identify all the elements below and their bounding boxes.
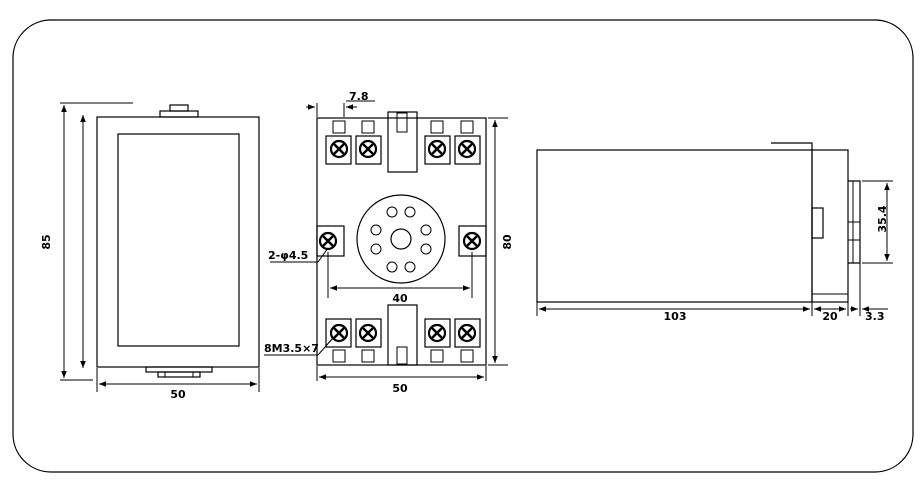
- bottom-terminals: [325, 318, 481, 363]
- hole-spacing-label: 40: [392, 292, 408, 305]
- side-body: [536, 149, 813, 303]
- socket-height-label: 80: [501, 234, 514, 250]
- front-width-label: 50: [170, 388, 186, 401]
- front-height-label: 85: [40, 234, 53, 249]
- socket-bottom-latch: [387, 304, 418, 366]
- socket-top-latch: [387, 111, 418, 173]
- rail-depth-label: 3.3: [865, 310, 885, 323]
- front-view: 85 50: [40, 102, 260, 401]
- terminal-label: 8M3.5×7: [264, 342, 319, 355]
- octal-socket: [356, 194, 446, 284]
- front-top-clip: [159, 110, 199, 118]
- screw-icon: [457, 323, 477, 343]
- top-offset-label: 7.8: [349, 90, 369, 103]
- mount-screw-icon: [462, 231, 482, 251]
- socket-view: 7.8 2-φ4.5 40 80 8M3.5×7 50: [264, 90, 514, 395]
- bottom-screws: [329, 323, 477, 343]
- screw-icon: [329, 323, 349, 343]
- screw-icon: [358, 139, 378, 159]
- screw-icon: [329, 139, 349, 159]
- mount-screw-icon: [318, 231, 338, 251]
- screw-icon: [457, 139, 477, 159]
- screw-icon: [358, 323, 378, 343]
- front-top-clip-cap: [169, 104, 189, 112]
- mount-hole-label: 2-φ4.5: [268, 249, 308, 262]
- side-view: 35.4 103 20 3.3: [536, 142, 893, 323]
- screw-icon: [427, 139, 447, 159]
- rail-height-label: 35.4: [876, 205, 889, 232]
- front-window: [117, 133, 240, 347]
- top-screws: [329, 139, 477, 159]
- screw-icon: [427, 323, 447, 343]
- body-length-label: 103: [664, 310, 687, 323]
- front-body: [96, 116, 260, 368]
- socket-depth-label: 20: [822, 310, 838, 323]
- front-bottom-clip: [145, 366, 213, 373]
- side-socket: [811, 149, 849, 303]
- front-bottom-clip-tab: [157, 371, 201, 378]
- drawing-frame: [12, 19, 914, 473]
- socket-width-label: 50: [392, 382, 408, 395]
- top-terminals: [325, 120, 481, 165]
